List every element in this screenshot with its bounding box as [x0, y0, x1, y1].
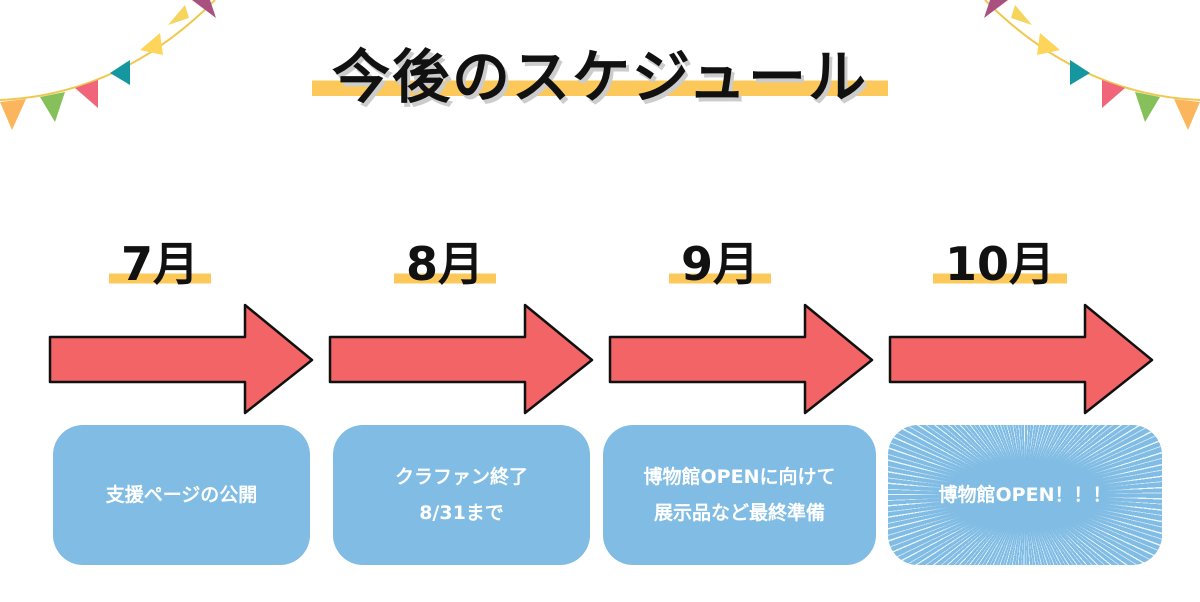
month-label-july: 7月 [60, 228, 260, 294]
schedule-box-july: 支援ページの公開 [53, 425, 310, 565]
month-label-october: 10月 [900, 228, 1100, 294]
schedule-box-october: 博物館OPEN！！！ [888, 425, 1162, 565]
month-label-august: 8月 [345, 228, 545, 294]
arrow-icon [48, 303, 1154, 415]
box-text: 博物館OPEN！！！ [938, 483, 1112, 506]
timeline-arrows [48, 303, 1154, 415]
month-label-september: 9月 [620, 228, 820, 294]
page-title: 今後のスケジュール [0, 30, 1200, 114]
bunting-decoration [0, 0, 1200, 130]
box-text: 支援ページの公開 [105, 483, 258, 506]
schedule-box-september: 博物館OPENに向けて展示品など最終準備 [603, 425, 876, 565]
box-text: 博物館OPENに向けて展示品など最終準備 [643, 465, 836, 524]
